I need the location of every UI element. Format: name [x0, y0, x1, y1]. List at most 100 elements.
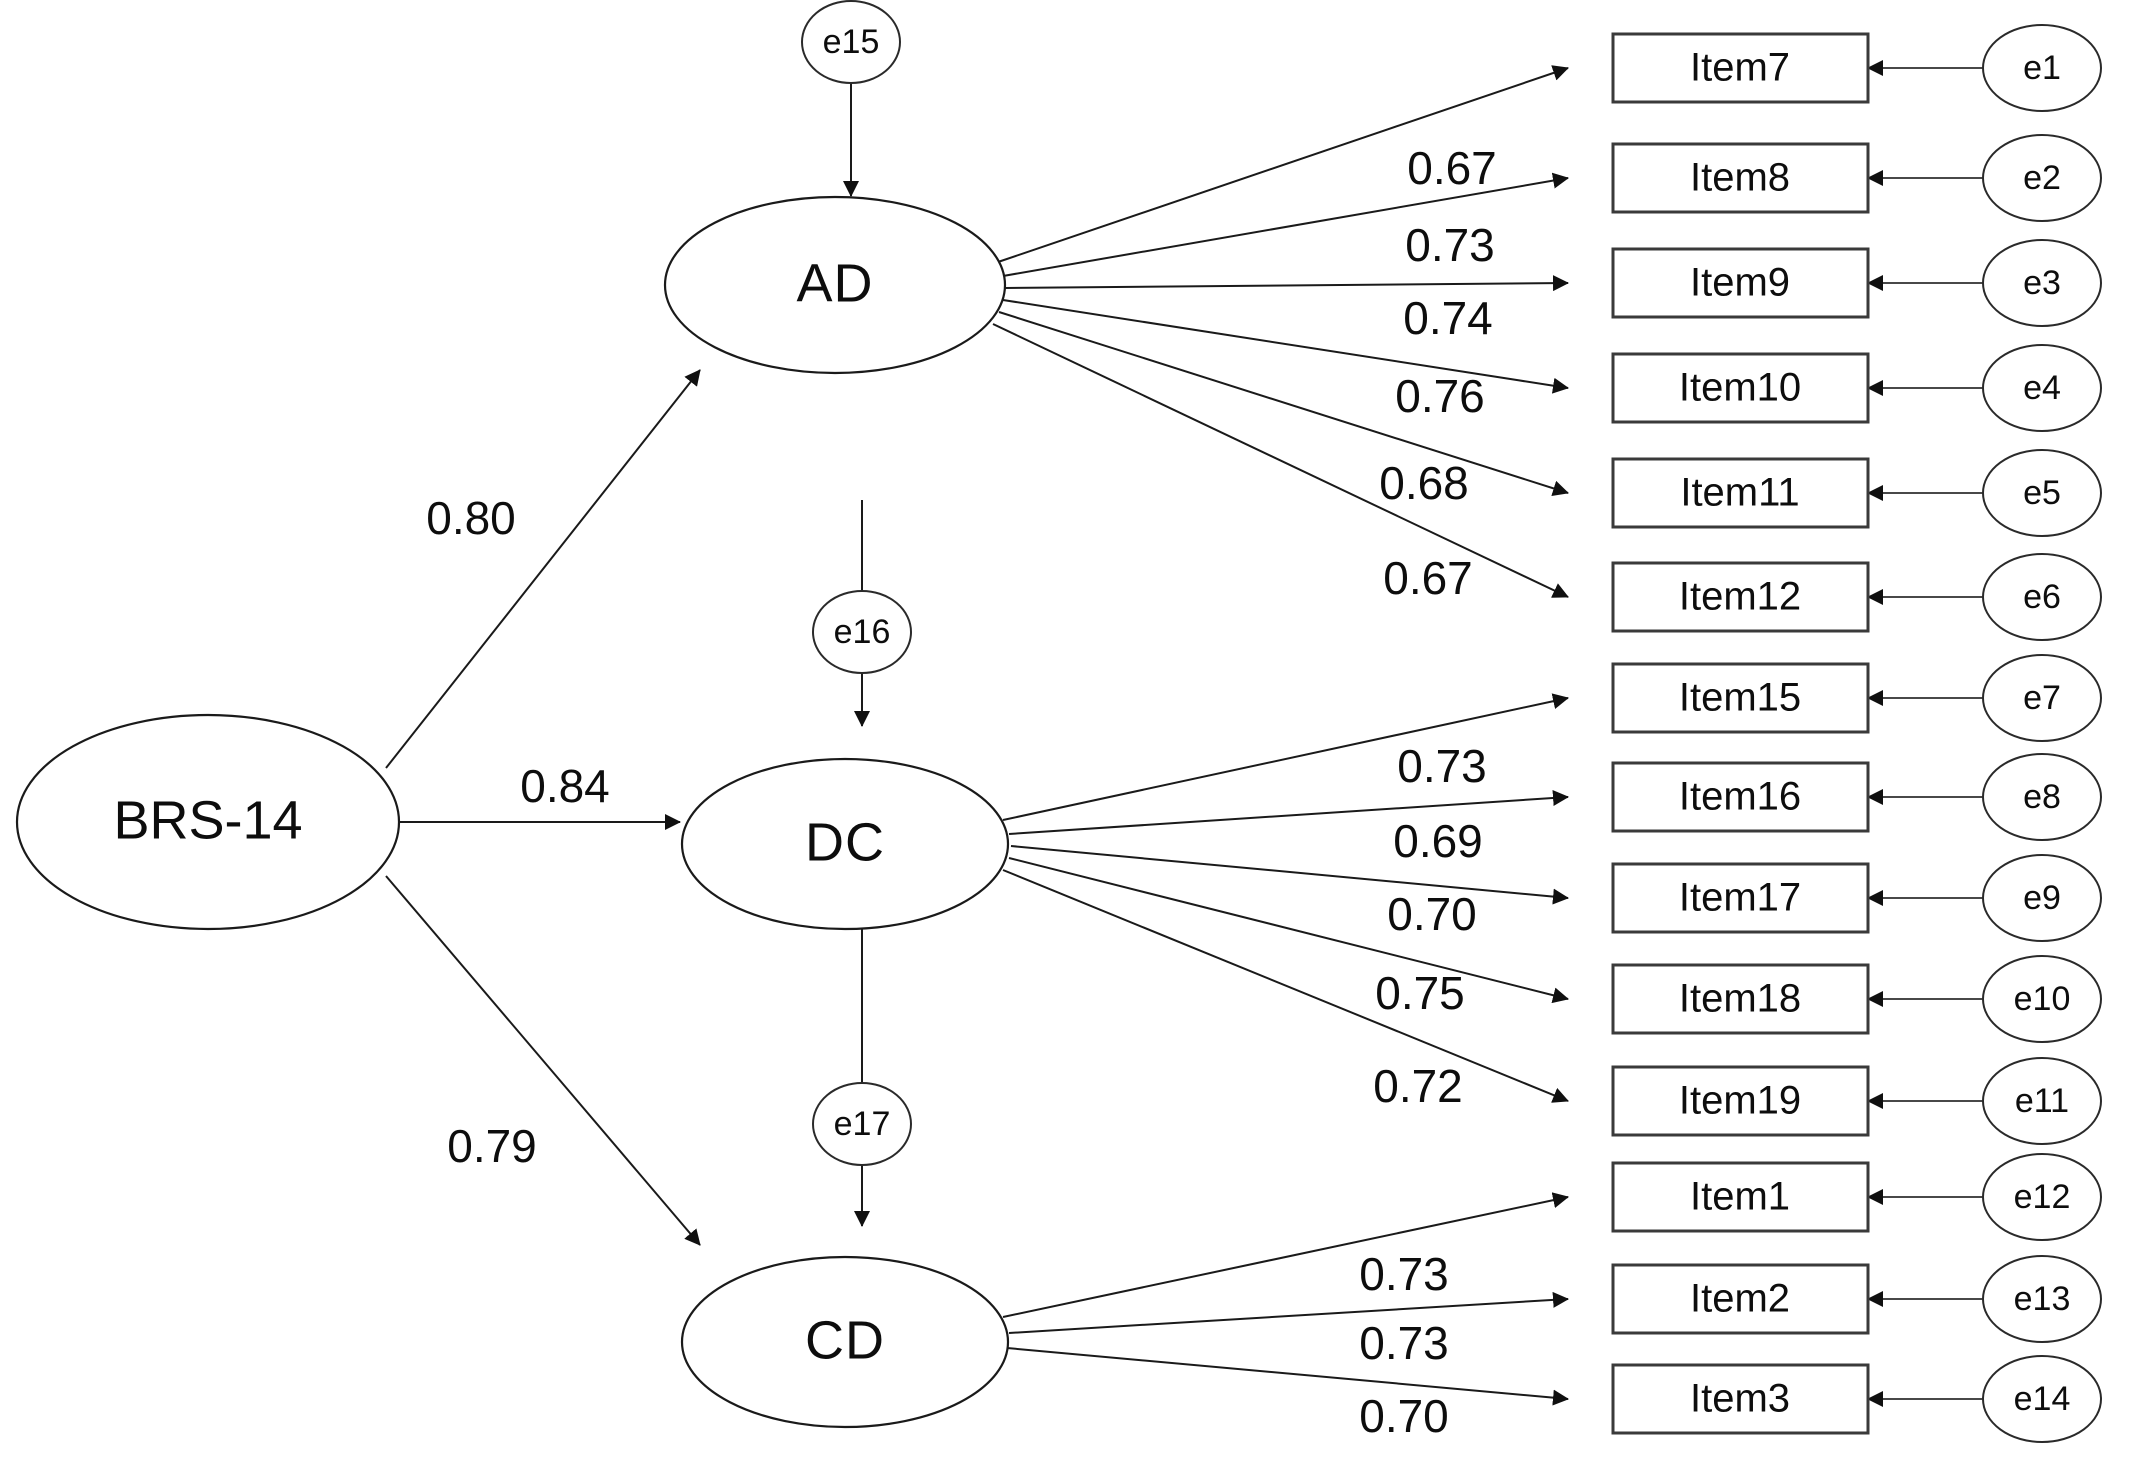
loading-value-5: 0.67 [1383, 552, 1473, 604]
error-ellipse-11[interactable] [1982, 1153, 2102, 1241]
loading-value-8: 0.70 [1387, 888, 1477, 940]
item-node-6[interactable]: Item15 [1611, 662, 1870, 734]
item-label-2: Item9 [1690, 261, 1790, 305]
ad-ellipse[interactable] [663, 195, 1007, 375]
disturbance-e15[interactable]: e15 [801, 0, 901, 84]
error-node-12[interactable]: e13 [1982, 1255, 2102, 1343]
loading-path-item10 [1002, 299, 1569, 394]
item-node-7[interactable]: Item16 [1611, 761, 1870, 833]
item-rect-5[interactable] [1611, 561, 1870, 633]
structural-value-dc: 0.84 [520, 760, 610, 812]
loading-path-item2 [1008, 1291, 1569, 1334]
item-node-9[interactable]: Item18 [1611, 963, 1870, 1035]
item-rect-3[interactable] [1611, 352, 1870, 424]
item-rect-1[interactable] [1611, 142, 1870, 214]
error-ellipse-5[interactable] [1982, 553, 2102, 641]
error-node-9[interactable]: e10 [1982, 955, 2102, 1043]
error-node-2[interactable]: e3 [1982, 239, 2102, 327]
error-ellipse-1[interactable] [1982, 134, 2102, 222]
ad-label: AD [796, 253, 873, 313]
item-node-1[interactable]: Item8 [1611, 142, 1870, 214]
cd-ellipse[interactable] [680, 1255, 1010, 1429]
item-node-12[interactable]: Item2 [1611, 1263, 1870, 1335]
error-terms: e1 e2 e3 e4 e5 e6 e7 e8 [1982, 24, 2102, 1443]
cd-label: CD [805, 1310, 885, 1370]
item-rect-7[interactable] [1611, 761, 1870, 833]
e15-label: e15 [823, 23, 880, 61]
error-label-4: e5 [2023, 474, 2061, 512]
error-node-6[interactable]: e7 [1982, 654, 2102, 742]
item-rect-9[interactable] [1611, 963, 1870, 1035]
item-node-8[interactable]: Item17 [1611, 862, 1870, 934]
item-node-0[interactable]: Item7 [1611, 32, 1870, 104]
error-paths [1867, 60, 1983, 1407]
item-node-10[interactable]: Item19 [1611, 1065, 1870, 1137]
item-label-13: Item3 [1690, 1377, 1790, 1421]
error-ellipse-9[interactable] [1982, 955, 2102, 1043]
loading-path-item9 [1004, 275, 1569, 292]
e17-ellipse[interactable] [812, 1082, 912, 1166]
item-rect-0[interactable] [1611, 32, 1870, 104]
second-order-factor-brs14[interactable]: BRS-14 [15, 713, 401, 931]
error-node-8[interactable]: e9 [1982, 854, 2102, 942]
loading-value-1: 0.73 [1405, 219, 1495, 271]
error-ellipse-7[interactable] [1982, 753, 2102, 841]
error-label-3: e4 [2023, 369, 2061, 407]
item-node-5[interactable]: Item12 [1611, 561, 1870, 633]
brs14-ellipse[interactable] [15, 713, 401, 931]
item-node-13[interactable]: Item3 [1611, 1363, 1870, 1435]
item-node-4[interactable]: Item11 [1611, 457, 1870, 529]
item-rect-8[interactable] [1611, 862, 1870, 934]
error-label-1: e2 [2023, 159, 2061, 197]
dc-ellipse[interactable] [680, 757, 1010, 931]
item-label-11: Item1 [1690, 1175, 1790, 1219]
error-node-3[interactable]: e4 [1982, 344, 2102, 432]
item-node-3[interactable]: Item10 [1611, 352, 1870, 424]
error-ellipse-13[interactable] [1982, 1355, 2102, 1443]
error-node-1[interactable]: e2 [1982, 134, 2102, 222]
loading-path-item8 [1002, 172, 1569, 277]
e15-ellipse[interactable] [801, 0, 901, 84]
e16-ellipse[interactable] [812, 590, 912, 674]
item-rect-13[interactable] [1611, 1363, 1870, 1435]
item-rect-6[interactable] [1611, 662, 1870, 734]
item-rect-10[interactable] [1611, 1065, 1870, 1137]
item-rect-2[interactable] [1611, 247, 1870, 319]
error-node-13[interactable]: e14 [1982, 1355, 2102, 1443]
item-rect-11[interactable] [1611, 1161, 1870, 1233]
error-node-7[interactable]: e8 [1982, 753, 2102, 841]
error-ellipse-2[interactable] [1982, 239, 2102, 327]
error-ellipse-12[interactable] [1982, 1255, 2102, 1343]
item-rect-4[interactable] [1611, 457, 1870, 529]
item-rect-12[interactable] [1611, 1263, 1870, 1335]
first-order-factor-ad[interactable]: AD [663, 195, 1007, 375]
item-node-11[interactable]: Item1 [1611, 1161, 1870, 1233]
first-order-factor-dc[interactable]: DC [680, 757, 1010, 931]
e16-label: e16 [834, 613, 891, 651]
error-ellipse-0[interactable] [1982, 24, 2102, 112]
error-ellipse-4[interactable] [1982, 449, 2102, 537]
error-node-11[interactable]: e12 [1982, 1153, 2102, 1241]
item-label-10: Item19 [1679, 1079, 1801, 1123]
error-ellipse-3[interactable] [1982, 344, 2102, 432]
error-node-10[interactable]: e11 [1982, 1057, 2102, 1145]
loading-value-11: 0.73 [1359, 1248, 1449, 1300]
disturbance-e16[interactable]: e16 [812, 590, 912, 674]
item-label-5: Item12 [1679, 575, 1801, 619]
error-ellipse-8[interactable] [1982, 854, 2102, 942]
item-label-1: Item8 [1690, 156, 1790, 200]
error-ellipse-10[interactable] [1982, 1057, 2102, 1145]
first-order-factor-cd[interactable]: CD [680, 1255, 1010, 1429]
error-node-0[interactable]: e1 [1982, 24, 2102, 112]
error-ellipse-6[interactable] [1982, 654, 2102, 742]
error-label-0: e1 [2023, 49, 2061, 87]
error-node-5[interactable]: e6 [1982, 553, 2102, 641]
coefficient-labels: 0.67 0.73 0.74 0.76 0.68 0.67 0.73 0.69 … [426, 142, 1497, 1442]
structural-path-brs-ad [385, 369, 701, 769]
disturbance-e17[interactable]: e17 [812, 1082, 912, 1166]
error-node-4[interactable]: e5 [1982, 449, 2102, 537]
item-node-2[interactable]: Item9 [1611, 247, 1870, 319]
item-label-8: Item17 [1679, 876, 1801, 920]
